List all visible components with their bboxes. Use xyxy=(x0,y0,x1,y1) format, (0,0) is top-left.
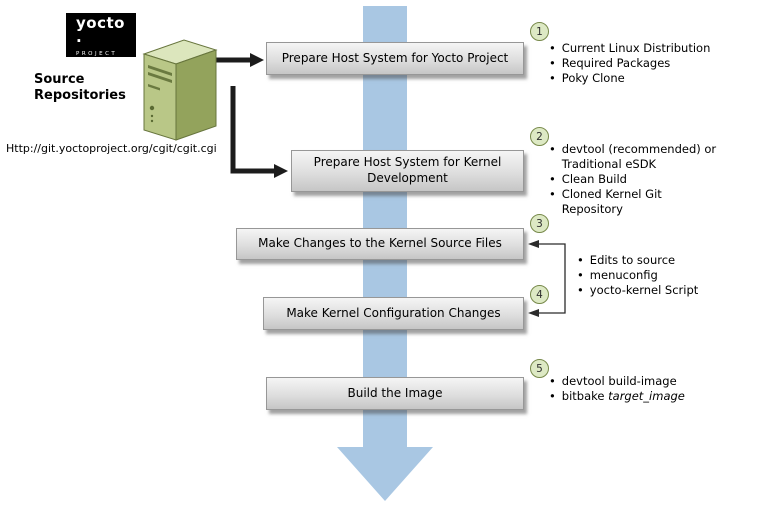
repo-to-step2-arrow xyxy=(230,86,276,174)
step1-bullet-list: Current Linux Distribution Required Pack… xyxy=(549,41,754,86)
bullet-item: Current Linux Distribution xyxy=(549,41,754,56)
bullet-item: Required Packages xyxy=(549,56,754,71)
bullet-item: Poky Clone xyxy=(549,71,754,86)
bullet-item: menuconfig xyxy=(577,268,742,283)
step-box-3: Make Changes to the Kernel Source Files xyxy=(236,228,524,260)
step-number-4: 4 xyxy=(530,285,549,304)
bullet-item: bitbake target_image xyxy=(549,389,749,404)
step-number-5: 5 xyxy=(530,359,549,378)
bullet-item: yocto-kernel Script xyxy=(577,283,742,298)
repo-to-step2-arrowhead xyxy=(274,164,288,178)
logo-brand-text: yocto · xyxy=(76,13,125,50)
step5-bullet-list: devtool build-image bitbake target_image xyxy=(549,374,749,404)
yocto-project-logo: yocto · PROJECT xyxy=(66,13,136,57)
bullet-item: Clean Build xyxy=(549,172,719,187)
source-repositories-url: Http://git.yoctoproject.org/cgit/cgit.cg… xyxy=(6,142,217,155)
bullet-item: Edits to source xyxy=(577,253,742,268)
bullet-item: devtool (recommended) or Traditional eSD… xyxy=(549,142,719,172)
bracket-arrowhead-step4 xyxy=(528,309,539,317)
bracket-arrowhead-step3 xyxy=(528,240,539,248)
steps3and4-bullet-list: Edits to source menuconfig yocto-kernel … xyxy=(577,253,742,298)
step-number-3: 3 xyxy=(530,214,549,233)
step-number-1: 1 xyxy=(530,22,549,41)
step-box-4: Make Kernel Configuration Changes xyxy=(263,297,524,330)
step-box-2: Prepare Host System for Kernel Developme… xyxy=(291,150,524,192)
step-box-1: Prepare Host System for Yocto Project xyxy=(266,42,524,75)
step2-bullet-list: devtool (recommended) or Traditional eSD… xyxy=(549,142,719,217)
repo-to-step1-arrowhead xyxy=(250,53,264,67)
logo-sub-text: PROJECT xyxy=(76,50,118,57)
step-number-2: 2 xyxy=(530,127,549,146)
bullet-item: devtool build-image xyxy=(549,374,749,389)
step-box-5: Build the Image xyxy=(266,377,524,410)
bullet-item: Cloned Kernel Git Repository xyxy=(549,187,719,217)
source-repositories-label: Source Repositories xyxy=(34,72,126,104)
server-tower-icon xyxy=(142,39,218,141)
